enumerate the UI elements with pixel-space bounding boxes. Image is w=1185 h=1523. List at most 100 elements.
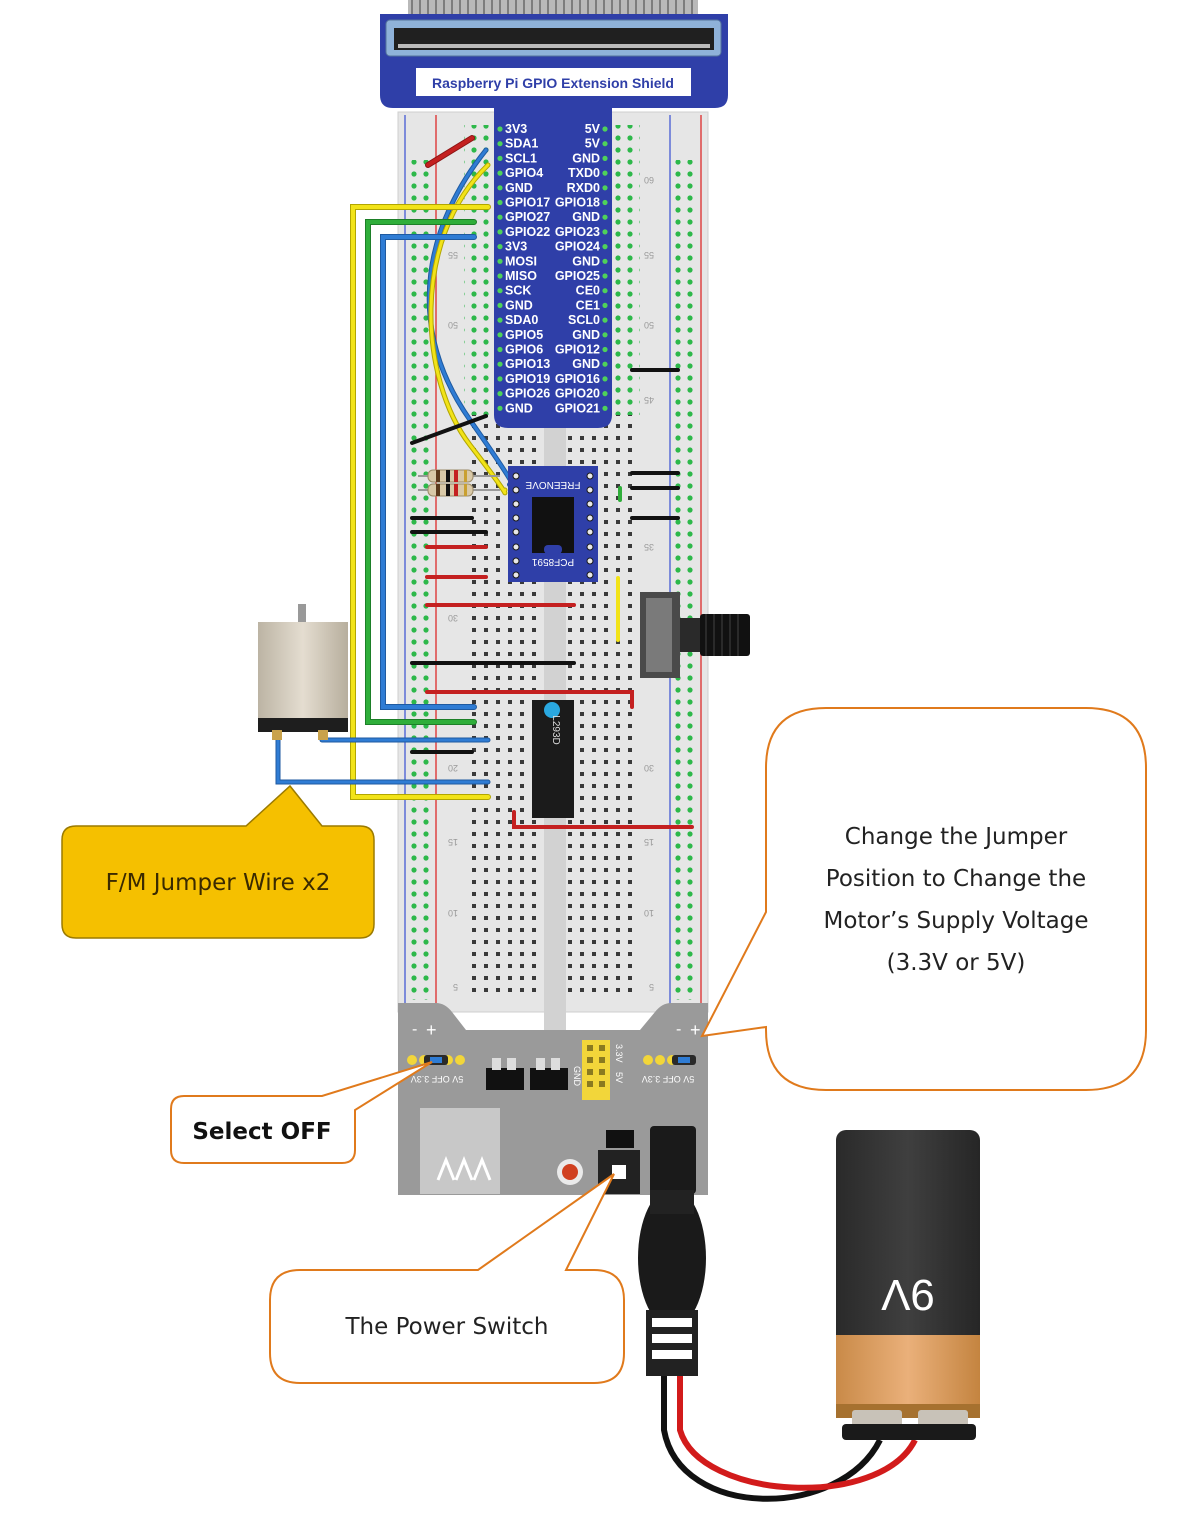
gpio-pin-label-right: GPIO21: [555, 401, 600, 415]
callout-select-off: Select OFF: [170, 1061, 433, 1164]
voltage-callout-line-2: Position to Change the: [826, 866, 1086, 892]
voltage-callout-line-4: (3.3V or 5V): [887, 950, 1026, 976]
row-number: 50: [644, 320, 654, 330]
dc-motor: [258, 604, 348, 740]
dc-plug-cable: [638, 1188, 918, 1502]
voltage-callout-line-3: Motor’s Supply Voltage: [823, 908, 1088, 934]
power-module: - + - + 5V OFF 3.3V GND 3.3V 5V: [398, 1003, 708, 1195]
shield-title: Raspberry Pi GPIO Extension Shield: [432, 75, 674, 91]
gpio-pin-dot: [497, 199, 503, 206]
gpio-pin-label-right: GPIO16: [555, 372, 600, 386]
select-off-callout-text: Select OFF: [192, 1119, 331, 1145]
wires: [275, 135, 694, 829]
gpio-pin-dot: [602, 302, 608, 308]
row-number: 35: [644, 542, 654, 552]
gpio-pin-dot: [602, 229, 608, 235]
potentiometer: [640, 592, 750, 678]
gpio-pin-label-left: GPIO17: [505, 196, 550, 210]
rail-plus-label: +: [426, 1020, 437, 1040]
gpio-pin-dot: [602, 126, 608, 132]
gpio-pin-dot: [497, 214, 503, 220]
rail-minus-label: -: [412, 1021, 417, 1038]
gpio-pin-label-left: SDA0: [505, 313, 538, 327]
gpio-pin-dot: [497, 288, 503, 294]
callout-jumper-wire: F/M Jumper Wire x2: [61, 784, 375, 939]
gpio-pin-label-right: RXD0: [567, 181, 600, 195]
adc-chip-label: PCF8591: [531, 556, 574, 567]
row-number: 60: [644, 175, 654, 185]
gpio-pin-dot: [602, 199, 608, 206]
5v-label: 5V: [614, 1072, 624, 1083]
battery-9v: 9V: [836, 1130, 980, 1440]
gpio-pin-dot: [602, 214, 608, 220]
3v3-label: 3.3V: [614, 1044, 624, 1063]
resistors: [418, 469, 500, 497]
gnd-label: GND: [572, 1066, 582, 1087]
row-number: 45: [644, 395, 654, 405]
row-number: 30: [644, 763, 654, 773]
row-number: 30: [448, 613, 458, 623]
gpio-pin-dot: [602, 185, 608, 191]
gpio-pin-label-left: GPIO6: [505, 343, 543, 357]
right-voltage-jumper[interactable]: [643, 1055, 696, 1065]
gpio-pin-label-left: GPIO22: [505, 225, 550, 239]
row-number: 15: [448, 837, 458, 847]
gpio-pin-label-right: GND: [572, 210, 600, 224]
gpio-pin-label-right: GND: [572, 357, 600, 371]
gpio-pin-dot: [497, 317, 503, 323]
gpio-pin-dot: [602, 273, 608, 279]
gpio-pin-label-right: 5V: [585, 122, 601, 136]
gpio-pin-dot: [602, 141, 608, 147]
gpio-pin-dot: [497, 229, 503, 235]
left-voltage-jumper[interactable]: [407, 1055, 465, 1065]
gpio-pin-label-left: MISO: [505, 269, 537, 283]
gpio-pin-label-left: GPIO4: [505, 166, 543, 180]
gpio-pin-label-right: GND: [572, 254, 600, 268]
gpio-pin-label-left: SCK: [505, 284, 531, 298]
gpio-pin-dot: [497, 185, 503, 191]
gpio-pin-dot: [497, 405, 503, 411]
gpio-pin-label-right: GND: [572, 328, 600, 342]
gpio-pin-dot: [497, 302, 503, 308]
gpio-pin-dot: [497, 170, 503, 176]
rail-plus-label: +: [690, 1020, 701, 1040]
gpio-pin-label-right: GPIO12: [555, 343, 600, 357]
row-number: 10: [448, 908, 458, 918]
l293d-chip: L293D: [532, 700, 574, 818]
row-number: 5: [649, 982, 654, 992]
gpio-pin-dot: [497, 273, 503, 279]
gpio-pin-dot: [602, 361, 608, 367]
row-number: 55: [644, 250, 654, 260]
gpio-pin-label-right: SCL0: [568, 313, 600, 327]
gpio-pin-dot: [602, 317, 608, 323]
jumper-wire-callout-text: F/M Jumper Wire x2: [106, 870, 331, 896]
gpio-pin-label-right: GND: [572, 151, 600, 165]
gpio-pin-dot: [602, 405, 608, 411]
gpio-pin-labels: 3V3SDA1SCL1GPIO4GNDGPIO17GPIO27GPIO223V3…: [497, 122, 608, 415]
battery-label: 9V: [880, 1270, 934, 1319]
gpio-pin-label-left: GPIO19: [505, 372, 550, 386]
gpio-pin-label-left: GPIO5: [505, 328, 543, 342]
gpio-extension-shield: Raspberry Pi GPIO Extension Shield 3V3SD…: [380, 0, 728, 428]
adc-brand-label: FREENOVE: [525, 479, 580, 490]
gpio-pin-label-left: GND: [505, 401, 533, 415]
gpio-pin-label-right: TXD0: [568, 166, 600, 180]
gpio-pin-dot: [602, 288, 608, 294]
gpio-pin-dot: [497, 391, 503, 397]
gpio-pin-dot: [497, 126, 503, 132]
pcf8591-module: FREENOVE PCF8591: [508, 466, 598, 582]
gpio-pin-label-left: GPIO27: [505, 210, 550, 224]
callout-voltage: Change the Jumper Position to Change the…: [700, 707, 1147, 1091]
right-jumper-label: 5V OFF 3.3V: [642, 1074, 695, 1084]
gpio-pin-label-right: GPIO18: [555, 196, 600, 210]
gpio-pin-label-left: SDA1: [505, 137, 538, 151]
gpio-pin-label-right: CE0: [576, 284, 600, 298]
gpio-pin-label-right: GPIO24: [555, 240, 600, 254]
gpio-pin-dot: [602, 376, 608, 382]
gpio-pin-label-right: GPIO23: [555, 225, 600, 239]
gpio-pin-label-right: GPIO25: [555, 269, 600, 283]
row-number: 55: [448, 250, 458, 260]
gpio-pin-dot: [497, 346, 503, 353]
row-number: 50: [448, 320, 458, 330]
callout-power-switch: The Power Switch: [269, 1173, 625, 1384]
